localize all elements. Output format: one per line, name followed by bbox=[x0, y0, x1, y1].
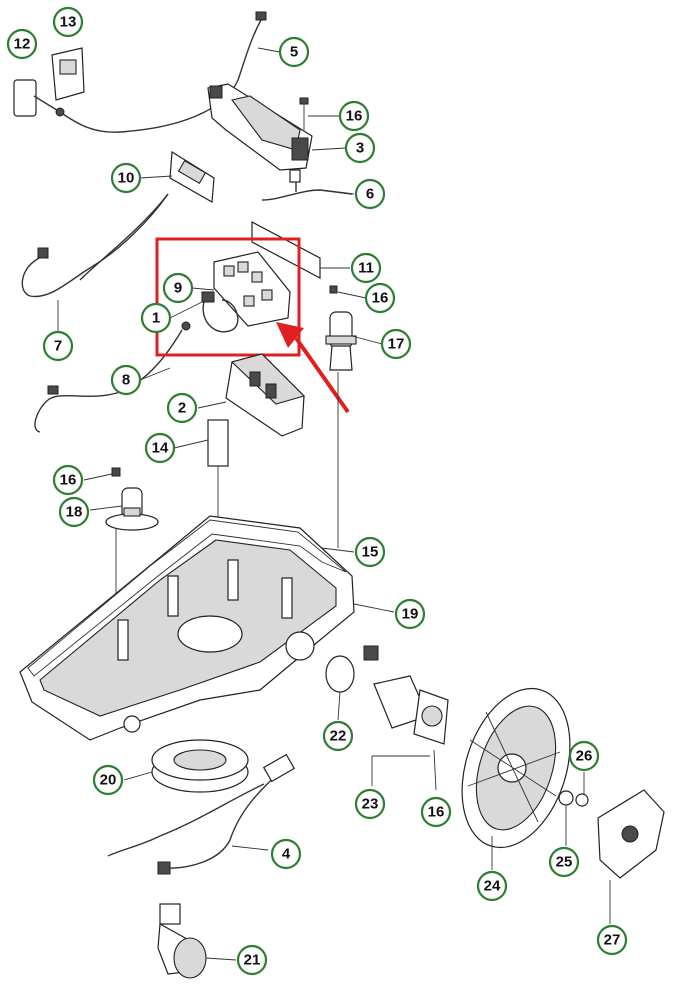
svg-text:23: 23 bbox=[362, 796, 379, 813]
ring-20 bbox=[151, 739, 249, 793]
svg-text:16: 16 bbox=[60, 472, 77, 489]
highlight-box bbox=[155, 237, 301, 357]
svg-text:11: 11 bbox=[358, 260, 374, 277]
callout-2: 2 bbox=[166, 392, 198, 424]
svg-text:9: 9 bbox=[174, 280, 182, 297]
svg-text:22: 22 bbox=[330, 728, 347, 745]
board-9 bbox=[213, 251, 291, 327]
callout-23: 23 bbox=[354, 788, 386, 820]
svg-text:19: 19 bbox=[402, 606, 419, 623]
callout-17: 17 bbox=[380, 328, 412, 360]
svg-text:16: 16 bbox=[372, 290, 389, 307]
callout-25: 25 bbox=[548, 846, 580, 878]
svg-text:15: 15 bbox=[362, 544, 379, 561]
callout-13: 13 bbox=[52, 6, 84, 38]
callout-10: 10 bbox=[110, 162, 142, 194]
svg-text:16: 16 bbox=[428, 804, 445, 821]
control-box-2 bbox=[197, 353, 306, 437]
o-ring-22 bbox=[325, 655, 355, 721]
svg-text:13: 13 bbox=[60, 14, 77, 31]
callout-9: 9 bbox=[162, 272, 194, 304]
svg-text:24: 24 bbox=[484, 878, 501, 895]
callout-26: 26 bbox=[568, 740, 600, 772]
svg-text:14: 14 bbox=[152, 440, 169, 457]
svg-text:1: 1 bbox=[152, 310, 160, 327]
callout-16-c: 16 bbox=[52, 464, 84, 496]
callout-7: 7 bbox=[42, 330, 74, 362]
cable-7 bbox=[21, 193, 169, 298]
sensor-12 bbox=[13, 79, 65, 117]
screw-16-right bbox=[329, 285, 338, 294]
svg-text:7: 7 bbox=[54, 338, 62, 355]
callout-5: 5 bbox=[278, 36, 310, 68]
svg-text:12: 12 bbox=[14, 36, 31, 53]
svg-text:26: 26 bbox=[576, 748, 593, 765]
svg-text:18: 18 bbox=[66, 504, 83, 521]
svg-text:2: 2 bbox=[178, 400, 186, 417]
callout-18: 18 bbox=[58, 496, 90, 528]
svg-text:27: 27 bbox=[604, 932, 621, 949]
callout-21: 21 bbox=[236, 944, 268, 976]
nut-26 bbox=[575, 772, 589, 807]
callout-22: 22 bbox=[322, 720, 354, 752]
bracket-13 bbox=[51, 47, 85, 101]
plate-11 bbox=[251, 221, 321, 279]
cable-5 bbox=[59, 11, 267, 133]
svg-text:10: 10 bbox=[118, 170, 135, 187]
svg-text:21: 21 bbox=[244, 952, 261, 969]
cable-8 bbox=[34, 321, 191, 433]
callout-6: 6 bbox=[354, 178, 386, 210]
callout-11: 11 bbox=[350, 252, 382, 284]
height-adjust-18 bbox=[105, 487, 159, 620]
svg-text:3: 3 bbox=[356, 140, 364, 157]
callout-19: 19 bbox=[394, 598, 426, 630]
svg-text:20: 20 bbox=[100, 772, 117, 789]
svg-text:16: 16 bbox=[346, 108, 363, 125]
callout-24: 24 bbox=[476, 870, 508, 902]
harness-1 bbox=[201, 291, 239, 333]
callout-15: 15 bbox=[354, 536, 386, 568]
cable-4 bbox=[107, 753, 296, 875]
height-motor-17 bbox=[325, 311, 357, 548]
svg-text:6: 6 bbox=[366, 186, 374, 203]
screw-16-top bbox=[299, 97, 309, 130]
callout-27: 27 bbox=[596, 924, 628, 956]
svg-text:17: 17 bbox=[388, 336, 405, 353]
callout-12: 12 bbox=[6, 28, 38, 60]
chassis-19 bbox=[19, 515, 395, 741]
board-10 bbox=[169, 150, 215, 203]
svg-text:8: 8 bbox=[122, 372, 130, 389]
cable-6 bbox=[261, 169, 353, 201]
bracket-3 bbox=[207, 83, 313, 171]
callout-8: 8 bbox=[110, 364, 142, 396]
callout-16-a: 16 bbox=[338, 100, 370, 132]
callout-16-b: 16 bbox=[364, 282, 396, 314]
callout-4: 4 bbox=[270, 838, 302, 870]
gasket-15 bbox=[27, 519, 355, 677]
callout-16-d: 16 bbox=[420, 796, 452, 828]
svg-text:25: 25 bbox=[556, 854, 573, 871]
leader-lines bbox=[57, 47, 383, 961]
screw-16-left bbox=[111, 467, 121, 477]
wheel-24 bbox=[461, 687, 571, 870]
svg-text:5: 5 bbox=[290, 44, 298, 61]
wheel-motor-21 bbox=[157, 903, 207, 979]
callout-20: 20 bbox=[92, 764, 124, 796]
drive-motor-23 bbox=[363, 645, 449, 791]
svg-text:4: 4 bbox=[282, 846, 291, 863]
highlight-arrow bbox=[276, 322, 350, 414]
callout-3: 3 bbox=[344, 132, 376, 164]
hub-cap-27 bbox=[597, 789, 665, 924]
washer-25 bbox=[558, 790, 574, 846]
callout-14: 14 bbox=[144, 432, 176, 464]
callout-1: 1 bbox=[140, 302, 172, 334]
